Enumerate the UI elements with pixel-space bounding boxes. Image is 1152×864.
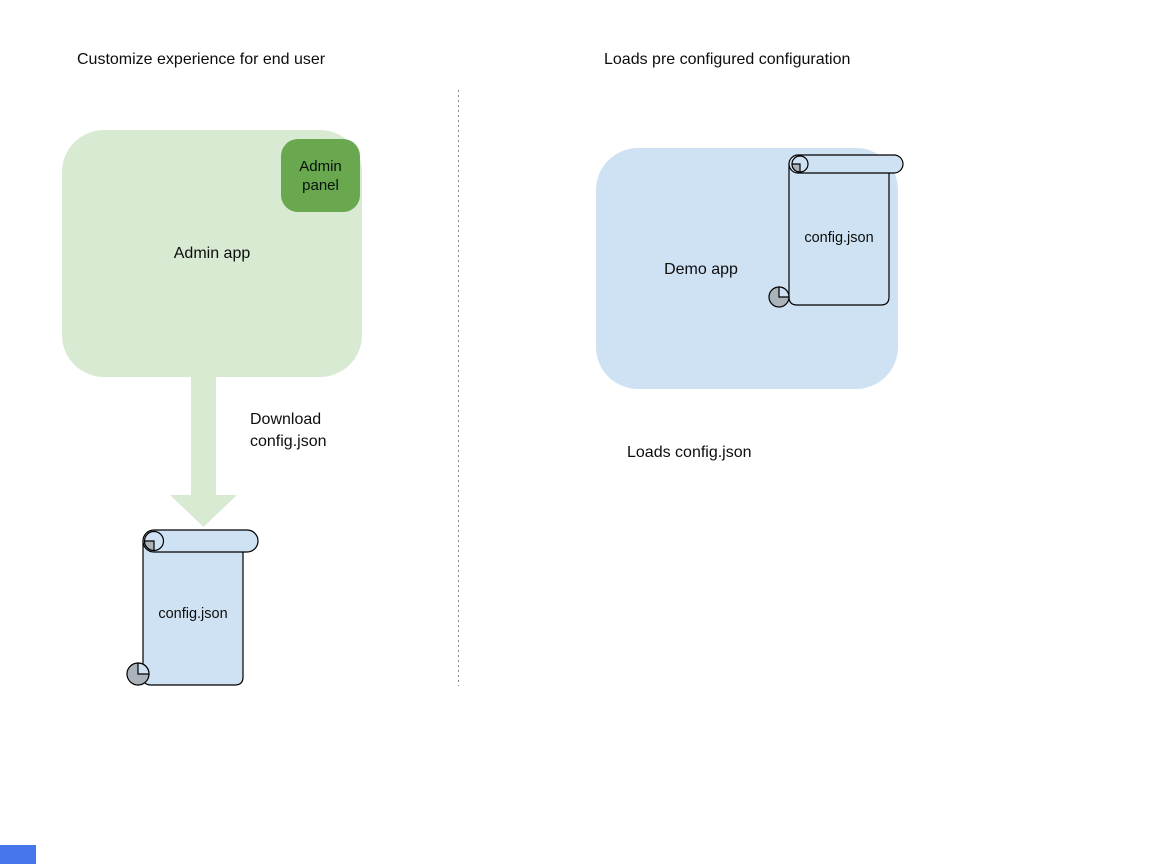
scroll-bottom-curl-notch [137,662,150,675]
download-arrow [170,377,237,527]
scroll-bottom-curl [126,662,150,686]
admin-panel-box: Admin panel [281,139,360,212]
admin-panel-label: Admin panel [299,157,342,194]
config-json-label-left: config.json [158,606,227,622]
demo-app-label: Demo app [664,261,738,278]
admin-app-label: Admin app [173,245,251,262]
scroll-top-curl [143,530,165,552]
scroll-body [142,540,244,686]
loads-caption: Loads config.json [627,444,752,461]
config-scroll-left: config.json [126,529,259,686]
scroll-top-bar [142,529,259,553]
right-section-title: Loads pre configured configuration [604,51,851,68]
left-section-title: Customize experience for end user [77,51,326,68]
section-divider [458,90,459,686]
scroll-top-curl-wedge [143,540,155,552]
corner-marker [0,845,36,864]
download-caption: Download config.json [250,411,327,450]
